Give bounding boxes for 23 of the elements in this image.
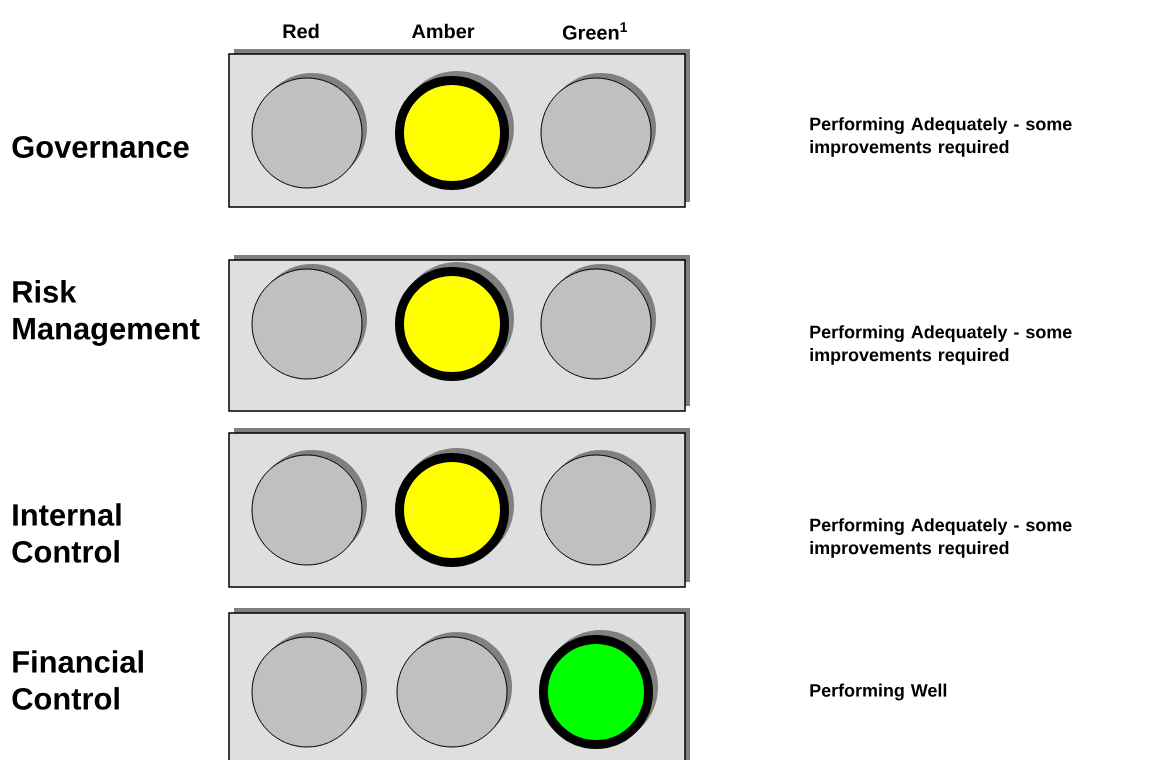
column-heading: Amber <box>411 23 475 39</box>
status-text: Performing Adequately - some improvements required <box>810 117 1072 157</box>
row-label: Internal Control <box>12 503 121 563</box>
signal-light <box>540 450 656 566</box>
signal-light <box>251 450 367 566</box>
signal-light <box>540 73 656 189</box>
signal-light <box>540 264 656 380</box>
signal-light <box>251 632 367 748</box>
signal-light <box>251 73 367 189</box>
signal-light <box>395 262 514 381</box>
signal-light <box>395 71 514 190</box>
status-text: Performing Adequately - some improvements required <box>810 518 1072 558</box>
row-label: Financial Control <box>12 650 143 710</box>
row-label: Governance <box>12 136 189 158</box>
column-heading: Green$^{1}$ <box>562 22 628 40</box>
signal-light <box>251 264 367 380</box>
signal-light <box>539 630 658 749</box>
status-text: Performing Adequately - some improvements required <box>810 325 1072 365</box>
signal-light <box>395 448 514 567</box>
signal-light <box>396 632 512 748</box>
status-text: Performing Well <box>810 683 947 701</box>
column-heading: Red <box>283 23 319 39</box>
row-label: Risk Management <box>13 280 200 346</box>
